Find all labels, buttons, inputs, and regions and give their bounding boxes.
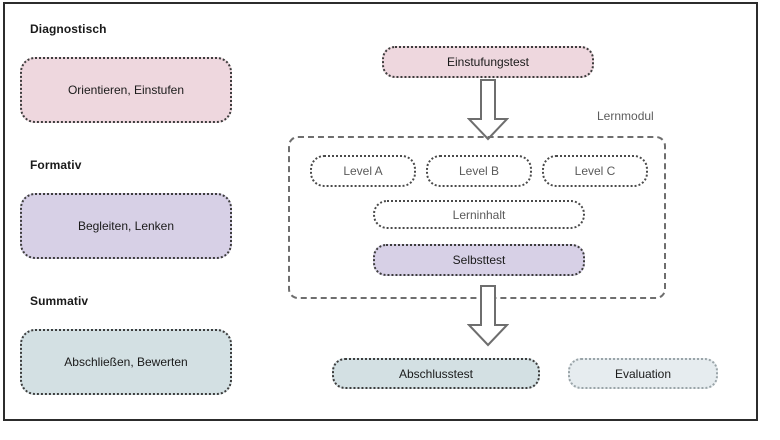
arrow-module-to-final [467, 285, 509, 347]
heading-summativ: Summativ [30, 294, 89, 308]
heading-formativ: Formativ [30, 158, 82, 172]
node-selbsttest[interactable]: Selbsttest [373, 244, 585, 276]
phase-box-abschliessen[interactable]: Abschließen, Bewerten [20, 329, 232, 395]
node-level-a[interactable]: Level A [310, 155, 416, 187]
node-abschlusstest[interactable]: Abschlusstest [332, 358, 540, 389]
heading-diagnostisch: Diagnostisch [30, 22, 107, 36]
arrow-entry-to-module [467, 79, 509, 141]
node-einstufungstest[interactable]: Einstufungstest [382, 46, 594, 78]
node-lerninhalt[interactable]: Lerninhalt [373, 200, 585, 229]
node-level-c[interactable]: Level C [542, 155, 648, 187]
node-level-b[interactable]: Level B [426, 155, 532, 187]
lernmodul-container [288, 136, 666, 299]
node-evaluation[interactable]: Evaluation [568, 358, 718, 389]
phase-box-orientieren[interactable]: Orientieren, Einstufen [20, 57, 232, 123]
phase-box-begleiten[interactable]: Begleiten, Lenken [20, 193, 232, 259]
lernmodul-label: Lernmodul [597, 109, 654, 123]
